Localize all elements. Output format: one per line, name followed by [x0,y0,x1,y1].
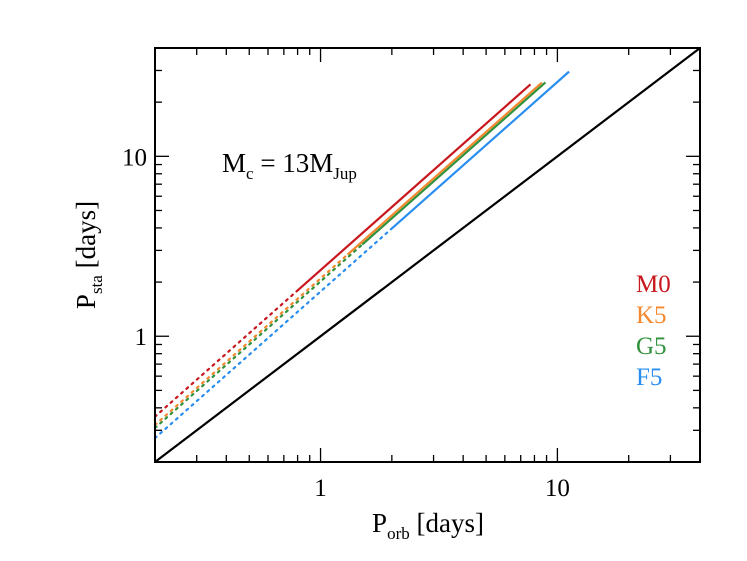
y-tick-label: 1 [135,324,148,351]
plot-frame [154,47,701,463]
x-axis-label: Porb [days] [372,508,484,543]
legend-item-g5: G5 [636,333,667,360]
legend-item-k5: K5 [636,302,667,329]
series-k5-solid [346,81,543,256]
legend-item-m0: M0 [636,271,671,298]
series-lines [153,47,701,463]
x-tick-label: 10 [545,475,570,502]
legend-item-f5: F5 [636,364,662,391]
x-tick-label: 1 [314,475,327,502]
tick-labels: 1 10 1 10 [122,144,570,502]
series-g5-dotted [153,243,364,430]
y-tick-label: 10 [122,144,147,171]
y-axis-label: Psta [days] [71,201,106,309]
series-f5-solid [391,70,570,230]
series-identity-solid [154,47,701,463]
series-f5-dotted [153,227,393,440]
series-m0-dotted [153,289,299,418]
mass-annotation: Mc = 13MJup [222,148,357,183]
series-g5-solid [361,81,547,246]
series-k5-dotted [153,253,349,427]
series-m0-solid [296,83,532,292]
